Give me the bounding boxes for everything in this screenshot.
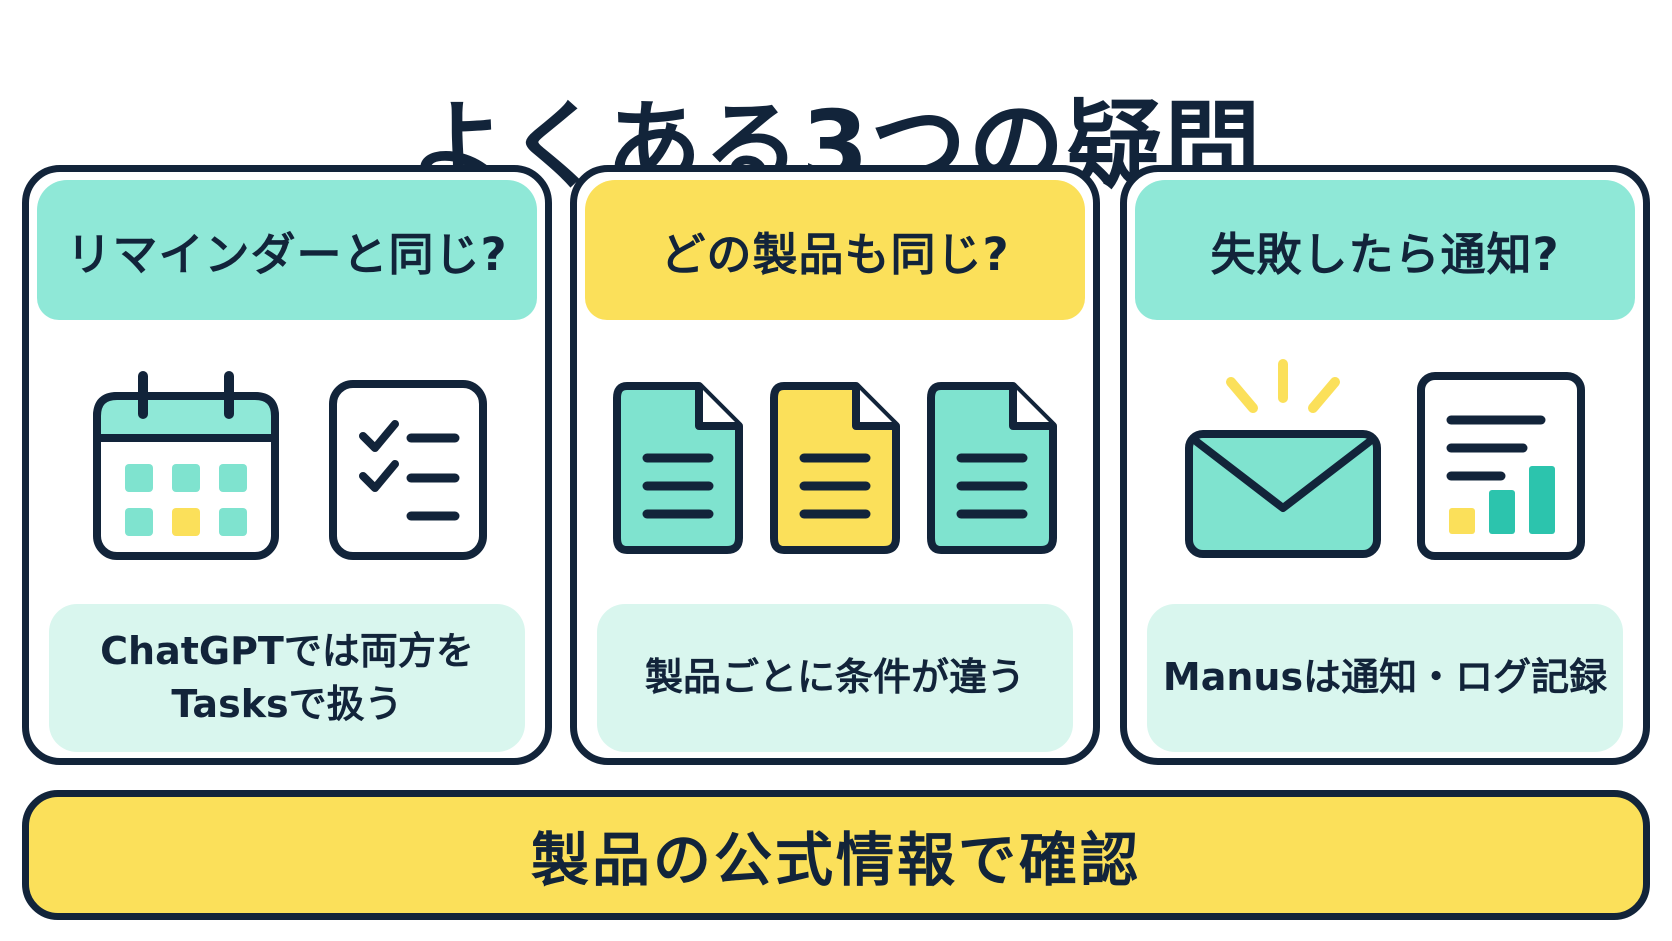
card-note: 製品ごとに条件が違う <box>597 604 1073 752</box>
calendar-icon <box>93 371 279 560</box>
footer-banner: 製品の公式情報で確認 <box>22 790 1650 920</box>
card-icons <box>577 362 1093 582</box>
card-note: Manusは通知・ログ記録 <box>1147 604 1623 752</box>
card-reminder: リマインダーと同じ? <box>22 165 552 765</box>
card-header: どの製品も同じ? <box>585 180 1085 320</box>
report-chart-icon <box>1417 372 1585 560</box>
note-line: 製品ごとに条件が違う <box>644 655 1025 700</box>
checklist-icon <box>329 380 487 560</box>
note-line: ChatGPTでは両方を <box>100 628 474 673</box>
card-icons <box>29 362 545 582</box>
document-icon <box>613 382 743 554</box>
note-line: Manusは通知・ログ記録 <box>1162 655 1608 700</box>
card-note: ChatGPTでは両方を Tasksで扱う <box>49 604 525 752</box>
mail-icon <box>1185 359 1381 558</box>
card-failure: 失敗したら通知? Manusは通知・ログ <box>1120 165 1650 765</box>
note-line: Tasksで扱う <box>171 682 403 726</box>
document-icon <box>927 382 1057 554</box>
card-icons <box>1127 359 1643 582</box>
card-header: リマインダーと同じ? <box>37 180 537 320</box>
document-icon <box>770 382 900 554</box>
card-products: どの製品も同じ? <box>570 165 1100 765</box>
card-header: 失敗したら通知? <box>1135 180 1635 320</box>
